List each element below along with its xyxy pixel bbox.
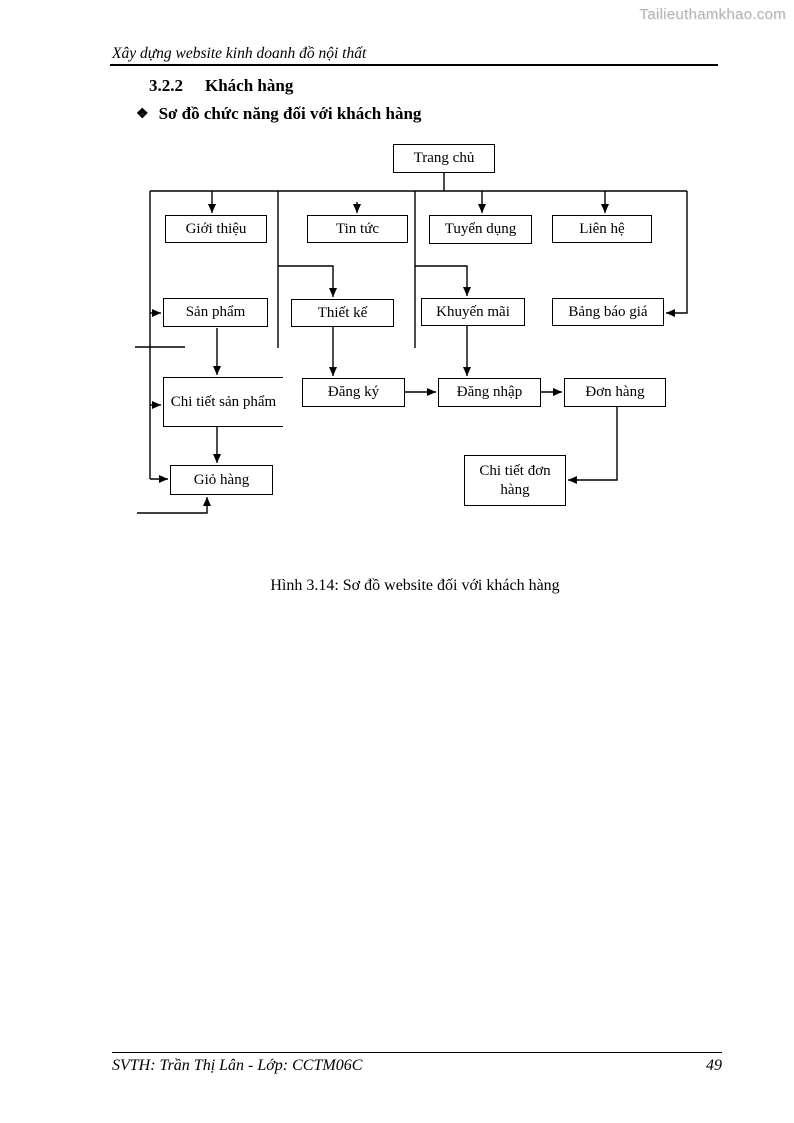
connector-to-khuyen-mai <box>415 265 471 296</box>
node-khuyen-mai: Khuyến mãi <box>421 298 525 326</box>
node-gioi-thieu: Giới thiệu <box>165 215 267 243</box>
connector-loop-to-gio-hang-bottom <box>137 497 211 514</box>
node-dang-nhap: Đăng nhập <box>438 378 541 407</box>
footer-page-number: 49 <box>706 1057 722 1074</box>
node-dang-ky: Đăng ký <box>302 378 405 407</box>
node-gio-hang: Giỏ hàng <box>170 465 273 495</box>
footer-rule <box>112 1052 722 1053</box>
connector-right-rail-to-bang-bao-gia <box>666 191 688 317</box>
node-chi-tiet-don-hang: Chi tiết đơn hàng <box>464 455 566 506</box>
figure-caption: Hình 3.14: Sơ đồ website đối với khách h… <box>270 577 560 594</box>
node-don-hang: Đơn hàng <box>564 378 666 407</box>
section-heading: 3.2.2 Khách hàng <box>149 76 293 96</box>
node-tuyen-dung: Tuyển dụng <box>429 215 532 244</box>
connector-to-thiet-ke <box>278 265 337 297</box>
node-bang-bao-gia: Bảng báo giá <box>552 298 664 326</box>
section-number: 3.2.2 <box>149 76 183 95</box>
section-title: Khách hàng <box>205 76 294 95</box>
header-rule <box>110 64 718 66</box>
diagram-connectors <box>135 173 688 514</box>
page-footer: SVTH: Trần Thị Lân - Lớp: CCTM06C 49 <box>112 1057 722 1075</box>
diamond-bullet-icon: ❖ <box>136 106 149 122</box>
node-thiet-ke: Thiết kế <box>291 299 394 327</box>
running-header: Xây dựng website kinh doanh đồ nội thất <box>112 45 367 62</box>
node-san-pham: Sản phẩm <box>163 298 268 327</box>
sitemap-diagram: Trang chủ Giới thiệu Tin tức Tuyển dụng … <box>0 0 794 560</box>
connector-don-hang-to-chi-tiet-don <box>568 407 618 484</box>
watermark-text: Tailieuthamkhao.com <box>639 6 786 23</box>
bullet-heading: ❖ Sơ đồ chức năng đối với khách hàng <box>136 104 421 124</box>
footer-author: SVTH: Trần Thị Lân - Lớp: CCTM06C <box>112 1057 363 1074</box>
node-trang-chu: Trang chủ <box>393 144 495 173</box>
node-lien-he: Liên hệ <box>552 215 652 243</box>
bullet-heading-text: Sơ đồ chức năng đối với khách hàng <box>158 104 422 123</box>
node-tin-tuc: Tin tức <box>307 215 408 243</box>
node-chi-tiet-san-pham: Chi tiết sản phẩm <box>163 377 283 427</box>
